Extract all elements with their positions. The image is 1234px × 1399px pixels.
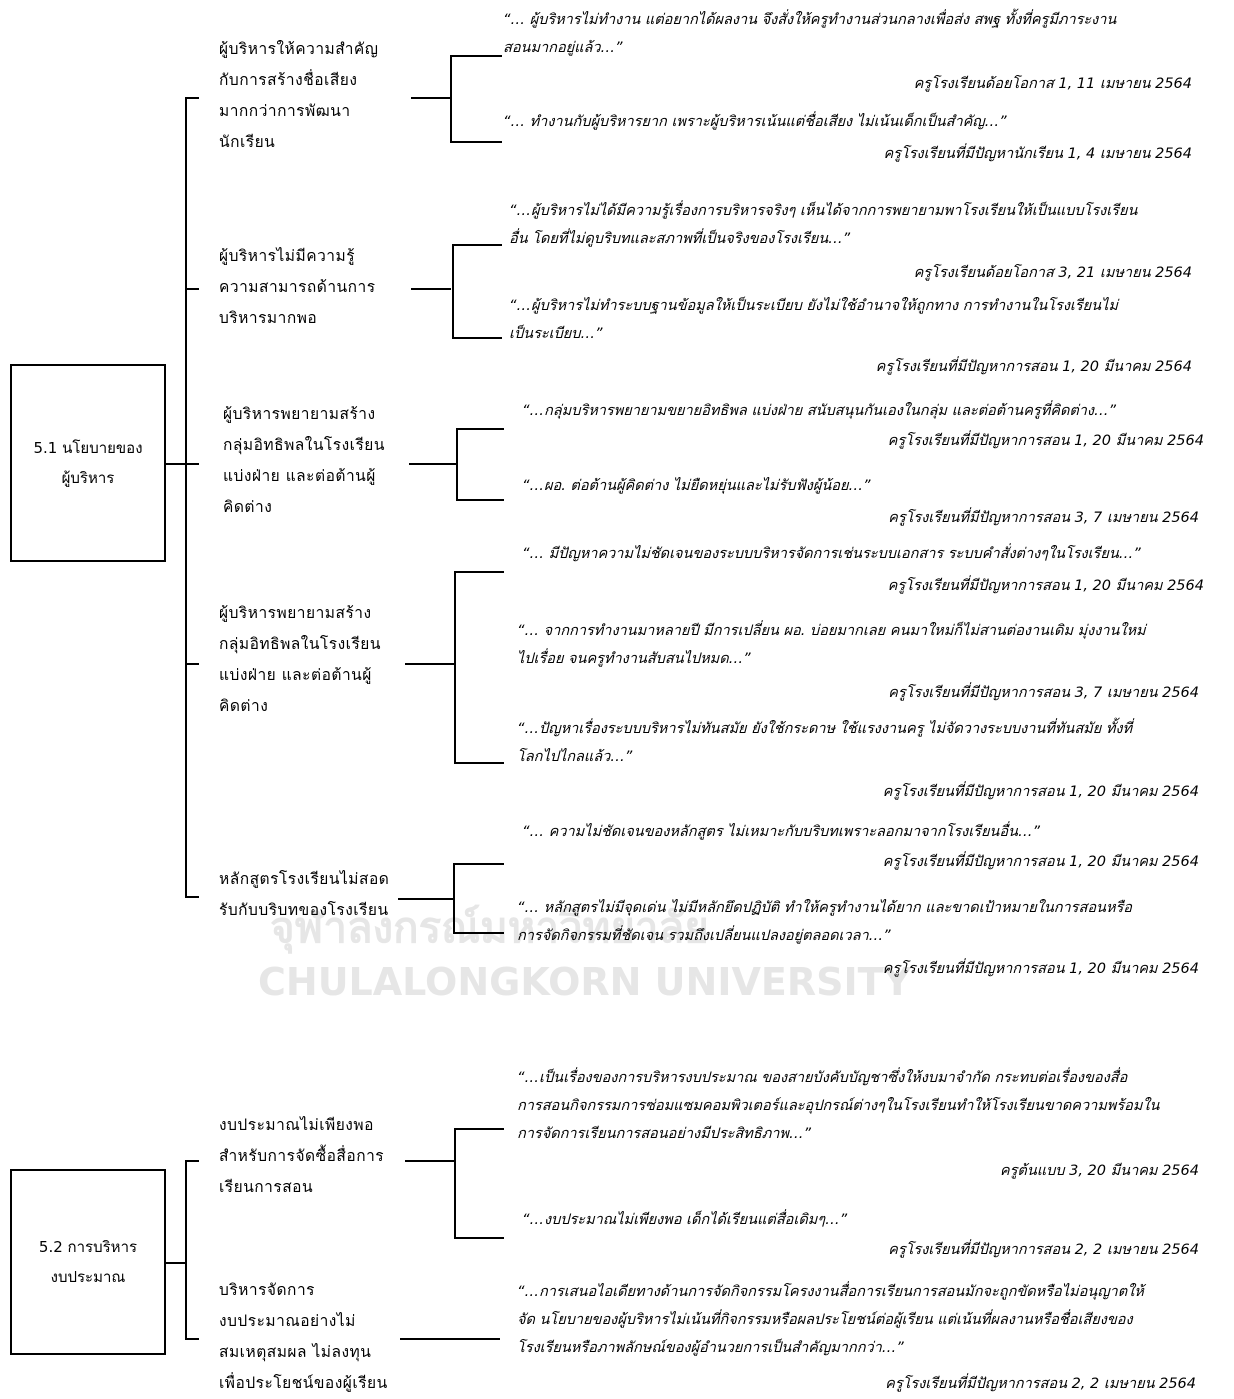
- connector-line: [454, 1128, 504, 1130]
- section-box-5-2: 5.2 การบริหาร งบประมาณ: [10, 1169, 166, 1355]
- connector-line: [450, 141, 502, 143]
- quote-text: “…กลุ่มบริหารพยายามขยายอิทธิพล แบ่งฝ่าย …: [522, 403, 1117, 419]
- connector-line: [185, 1160, 199, 1162]
- section-title-5-2: 5.2 การบริหาร งบประมาณ: [38, 1238, 138, 1286]
- quote-text: “… จากการทำงานมาหลายปี มีการเปลี่ยน ผอ. …: [517, 623, 1146, 667]
- connector-line: [411, 97, 451, 99]
- connector-line: [166, 463, 186, 465]
- quote-source: ครูโรงเรียนที่มีปัญหาการสอน 1, 20 มีนาคม…: [887, 578, 1204, 594]
- connector-line: [185, 463, 199, 465]
- connector-line: [456, 499, 504, 501]
- quote-text: “… มีปัญหาความไม่ชัดเจนของระบบบริหารจัดก…: [522, 546, 1141, 562]
- connector-line: [185, 1338, 199, 1340]
- connector-line: [405, 663, 455, 665]
- quote-source: ครูโรงเรียนที่มีปัญหาการสอน 1, 20 มีนาคม…: [882, 784, 1199, 800]
- connector-line: [454, 571, 456, 763]
- connector-line: [405, 1160, 455, 1162]
- connector-line: [185, 288, 199, 290]
- quote-source: ครูโรงเรียนที่มีปัญหาการสอน 2, 2 เมษายน …: [885, 1376, 1196, 1392]
- quote-text: “… หลักสูตรไม่มีจุดเด่น ไม่มีหลักยึดปฏิบ…: [517, 900, 1132, 944]
- quote-source: ครูโรงเรียนที่มีปัญหาการสอน 1, 20 มีนาคม…: [882, 854, 1199, 870]
- quote-source: ครูโรงเรียนด้อยโอกาส 3, 21 เมษายน 2564: [913, 265, 1192, 281]
- quote-source: ครูโรงเรียนที่มีปัญหาการสอน 3, 7 เมษายน …: [888, 685, 1199, 701]
- connector-line: [185, 1160, 187, 1339]
- quote-text: “… ทำงานกับผู้บริหารยาก เพราะผู้บริหารเน…: [503, 114, 1007, 130]
- connector-line: [166, 1262, 186, 1264]
- connector-line: [411, 288, 451, 290]
- connector-line: [185, 896, 199, 898]
- connector-line: [454, 1237, 504, 1239]
- theme-label: ผู้บริหารให้ความสำคัญ กับการสร้างชื่อเสี…: [219, 40, 379, 151]
- connector-line: [400, 1338, 500, 1340]
- theme-label: บริหารจัดการ งบประมาณอย่างไม่ สมเหตุสมผล…: [219, 1281, 388, 1392]
- watermark-thai: จุฬาลงกรณ์มหาวิทยาลัย: [270, 903, 709, 952]
- quote-text: “…ผู้บริหารไม่ทำระบบฐานข้อมูลให้เป็นระเบ…: [509, 298, 1118, 342]
- quote-source: ครูต้นแบบ 3, 20 มีนาคม 2564: [999, 1163, 1199, 1179]
- connector-line: [409, 463, 457, 465]
- quote-source: ครูโรงเรียนที่มีปัญหาการสอน 1, 20 มีนาคม…: [887, 433, 1204, 449]
- quote-text: “…เป็นเรื่องของการบริหารงบประมาณ ของสายบ…: [517, 1070, 1160, 1142]
- quote-text: “…ผอ. ต่อต้านผู้คิดต่าง ไม่ยืดหยุ่นและไม…: [522, 478, 871, 494]
- connector-line: [185, 97, 199, 99]
- connector-line: [453, 863, 504, 865]
- quote-text: “…ปัญหาเรื่องระบบบริหารไม่ทันสมัย ยังใช้…: [517, 721, 1133, 765]
- connector-line: [456, 428, 458, 500]
- section-box-5-1: 5.1 นโยบายของ ผู้บริหาร: [10, 364, 166, 562]
- connector-line: [453, 863, 455, 933]
- quote-source: ครูโรงเรียนที่มีปัญหาการสอน 2, 2 เมษายน …: [888, 1242, 1199, 1258]
- quote-source: ครูโรงเรียนที่มีปัญหาการสอน 1, 20 มีนาคม…: [875, 359, 1192, 375]
- connector-line: [398, 898, 454, 900]
- connector-line: [454, 1128, 456, 1238]
- connector-line: [450, 55, 452, 142]
- quote-text: “…การเสนอไอเดียทางด้านการจัดกิจกรรมโครงง…: [517, 1284, 1144, 1356]
- connector-line: [185, 97, 187, 897]
- quote-source: ครูโรงเรียนที่มีปัญหาการสอน 3, 7 เมษายน …: [888, 510, 1199, 526]
- quote-text: “… ผู้บริหารไม่ทำงาน แต่อยากได้ผลงาน จึง…: [503, 12, 1117, 56]
- quote-source: ครูโรงเรียนที่มีปัญหานักเรียน 1, 4 เมษาย…: [883, 146, 1192, 162]
- connector-line: [185, 663, 199, 665]
- connector-line: [452, 244, 454, 338]
- section-title-5-1: 5.1 นโยบายของ ผู้บริหาร: [33, 439, 143, 487]
- theme-label: ผู้บริหารไม่มีความรู้ ความสามารถด้านการ …: [219, 247, 376, 327]
- connector-line: [450, 55, 502, 57]
- theme-label: ผู้บริหารพยายามสร้าง กลุ่มอิทธิพลในโรงเร…: [219, 604, 381, 715]
- quote-text: “… ความไม่ชัดเจนของหลักสูตร ไม่เหมาะกับบ…: [522, 824, 1040, 840]
- quote-text: “…ผู้บริหารไม่ได้มีความรู้เรื่องการบริหา…: [509, 203, 1138, 247]
- connector-line: [454, 762, 504, 764]
- connector-line: [452, 244, 502, 246]
- connector-line: [453, 932, 504, 934]
- connector-line: [452, 337, 502, 339]
- quote-source: ครูโรงเรียนด้อยโอกาส 1, 11 เมษายน 2564: [913, 76, 1192, 92]
- theme-label: งบประมาณไม่เพียงพอ สำหรับการจัดซื้อสื่อก…: [219, 1116, 385, 1196]
- connector-line: [456, 428, 504, 430]
- theme-label: ผู้บริหารพยายามสร้าง กลุ่มอิทธิพลในโรงเร…: [223, 405, 385, 516]
- connector-line: [454, 571, 504, 573]
- quote-text: “…งบประมาณไม่เพียงพอ เด็กได้เรียนแต่สื่อ…: [522, 1212, 848, 1228]
- watermark-english: CHULALONGKORN UNIVERSITY: [258, 960, 912, 1004]
- theme-label: หลักสูตรโรงเรียนไม่สอด รับกับบริบทของโรง…: [219, 870, 390, 919]
- quote-source: ครูโรงเรียนที่มีปัญหาการสอน 1, 20 มีนาคม…: [882, 961, 1199, 977]
